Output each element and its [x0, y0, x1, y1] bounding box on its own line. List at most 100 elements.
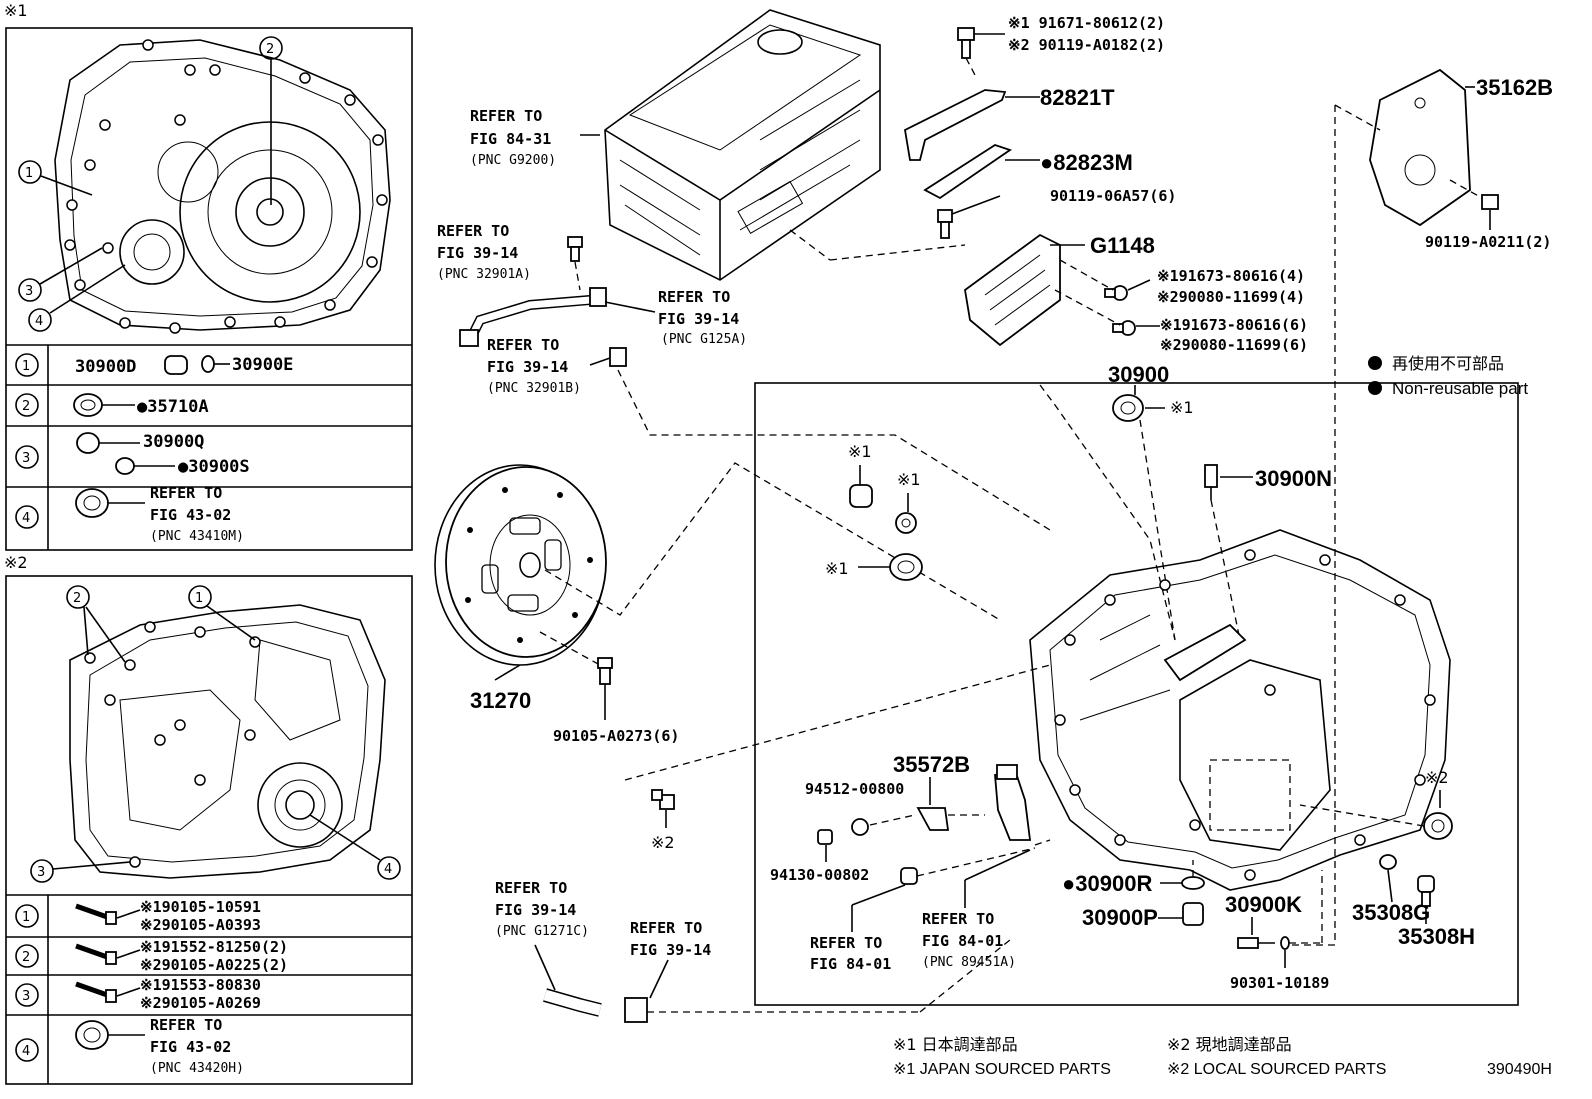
svg-text:G1148: G1148: [1090, 233, 1155, 258]
svg-text:(PNC 32901A): (PNC 32901A): [437, 267, 531, 282]
svg-text:FIG 43-02: FIG 43-02: [150, 506, 231, 524]
svg-text:※1 日本調達部品: ※1 日本調達部品: [893, 1035, 1018, 1054]
bolt-90119-06A57: 90119-06A57(6): [937, 187, 1176, 239]
svg-text:※2 LOCAL SOURCED PARTS: ※2 LOCAL SOURCED PARTS: [1167, 1061, 1386, 1078]
svg-text:REFER TO: REFER TO: [487, 336, 559, 354]
inset-2-frame: [5, 575, 413, 1085]
svg-text:REFER TO: REFER TO: [470, 107, 542, 125]
svg-text:※191553-80830: ※191553-80830: [140, 976, 261, 994]
svg-text:※290105-A0269: ※290105-A0269: [140, 994, 261, 1012]
svg-text:※2 90119-A0182(2): ※2 90119-A0182(2): [1008, 36, 1165, 54]
svg-text:(PNC 43410M): (PNC 43410M): [150, 529, 244, 544]
svg-text:1: 1: [22, 910, 30, 925]
inset-1-frame: [5, 27, 413, 551]
inset-1-callouts: 2 1 3 4: [18, 36, 283, 332]
svg-text:※1: ※1: [897, 470, 921, 489]
svg-text:4: 4: [22, 511, 30, 526]
svg-text:30900N: 30900N: [1255, 466, 1332, 491]
svg-text:※1 91671-80612(2): ※1 91671-80612(2): [1008, 14, 1165, 32]
svg-text:※1: ※1: [848, 442, 872, 461]
svg-text:FIG 84-01: FIG 84-01: [922, 932, 1003, 950]
svg-text:※290080-11699(6): ※290080-11699(6): [1160, 336, 1308, 354]
inset-1-row-1: 1 30900D 30900E: [15, 353, 293, 377]
svg-text:※290105-A0225(2): ※290105-A0225(2): [140, 956, 288, 974]
svg-text:●30900S: ●30900S: [178, 457, 250, 477]
svg-text:30900P: 30900P: [1082, 905, 1158, 930]
transaxle-frame: [754, 382, 1519, 1006]
inset-1-row-3: 3 30900Q ●30900S: [15, 432, 250, 477]
inverter-assembly-drawing: [604, 9, 881, 281]
svg-text:FIG 39-14: FIG 39-14: [658, 310, 739, 328]
valve-30900K: 30900K: [1225, 892, 1302, 949]
svg-text:※290105-A0393: ※290105-A0393: [140, 916, 261, 934]
legend: 再使用不可部品 Non-reusable part: [1368, 354, 1528, 398]
bolt-ref-84-01: REFER TO FIG 84-01: [810, 847, 1036, 973]
hose: [459, 287, 607, 347]
inset-1-row-2: 2 ●35710A: [15, 393, 209, 417]
svg-text:Non-reusable part: Non-reusable part: [1392, 379, 1528, 398]
svg-text:(PNC G1271C): (PNC G1271C): [495, 924, 589, 939]
svg-text:(PNC 32901B): (PNC 32901B): [487, 381, 581, 396]
svg-text:REFER TO: REFER TO: [150, 1016, 222, 1034]
svg-text:3: 3: [22, 989, 30, 1004]
cover-35162B: 35162B 90119-A0211(2): [1369, 68, 1553, 251]
svg-text:FIG 84-31: FIG 84-31: [470, 130, 551, 148]
svg-text:1: 1: [195, 591, 203, 606]
svg-text:1: 1: [25, 166, 33, 181]
plug-30900P: 30900P: [1082, 902, 1204, 930]
gasket-90301-10189: 90301-10189: [1230, 870, 1329, 992]
svg-text:REFER TO: REFER TO: [630, 919, 702, 937]
svg-text:FIG 43-02: FIG 43-02: [150, 1038, 231, 1056]
svg-text:4: 4: [22, 1044, 30, 1059]
svg-text:35162B: 35162B: [1476, 75, 1553, 100]
svg-text:30900K: 30900K: [1225, 892, 1302, 917]
svg-text:※190105-10591: ※190105-10591: [140, 898, 261, 916]
inset-2-row-2: 2 ※191552-81250(2) ※290105-A0225(2): [15, 938, 288, 974]
svg-text:※191552-81250(2): ※191552-81250(2): [140, 938, 288, 956]
svg-text:●30900R: ●30900R: [1062, 871, 1152, 896]
svg-text:82821T: 82821T: [1040, 85, 1115, 110]
svg-text:●82823M: ●82823M: [1040, 150, 1133, 175]
svg-text:※1: ※1: [1170, 398, 1194, 417]
svg-text:3: 3: [25, 284, 33, 299]
svg-text:FIG 39-14: FIG 39-14: [437, 244, 518, 262]
svg-text:※1 JAPAN SOURCED PARTS: ※1 JAPAN SOURCED PARTS: [893, 1061, 1111, 1078]
inset-1-housing-drawing: [54, 39, 391, 334]
svg-text:30900E: 30900E: [232, 355, 293, 375]
svg-text:※2: ※2: [651, 833, 675, 852]
svg-text:FIG 39-14: FIG 39-14: [487, 358, 568, 376]
svg-text:4: 4: [35, 314, 43, 329]
bolt-35308H: 35308H: [1398, 875, 1475, 949]
connector-ref-84-01: REFER TO FIG 84-01 (PNC 89451A): [922, 849, 1031, 970]
nut-94130-00802: 94130-00802: [770, 829, 869, 884]
svg-text:※191673-80616(6): ※191673-80616(6): [1160, 316, 1308, 334]
svg-text:REFER TO: REFER TO: [495, 879, 567, 897]
seal-x1-b: ※1: [895, 470, 921, 534]
oring-35308G: 35308G: [1352, 854, 1430, 925]
svg-text:2: 2: [266, 42, 274, 57]
svg-text:31270: 31270: [470, 688, 531, 713]
callout-ref-39-14-e: REFER TO FIG 39-14: [624, 919, 1011, 1023]
svg-text:(PNC 43420H): (PNC 43420H): [150, 1061, 244, 1076]
sensor-assembly: [994, 764, 1051, 846]
svg-text:30900D: 30900D: [75, 357, 136, 377]
svg-text:REFER TO: REFER TO: [437, 222, 509, 240]
svg-text:2: 2: [22, 950, 30, 965]
svg-text:※2: ※2: [1425, 768, 1449, 787]
svg-text:FIG 39-14: FIG 39-14: [630, 941, 711, 959]
svg-text:(PNC G9200): (PNC G9200): [470, 153, 556, 168]
svg-text:再使用不可部品: 再使用不可部品: [1392, 354, 1504, 373]
inset-2: ※2 2 1 3: [4, 553, 413, 1085]
footer-notes: ※1 日本調達部品 ※2 現地調達部品 ※1 JAPAN SOURCED PAR…: [893, 1035, 1552, 1078]
inset-2-row-3: 3 ※191553-80830 ※290105-A0269: [15, 976, 261, 1012]
inset-1-marker: ※1: [4, 1, 28, 20]
seal-x1-c: ※1: [825, 553, 923, 581]
svg-text:2: 2: [22, 399, 30, 414]
gasket-30900R: ●30900R: [1062, 860, 1205, 896]
svg-text:90301-10189: 90301-10189: [1230, 974, 1329, 992]
inset-2-callouts: 2 1 3 4: [30, 585, 401, 883]
svg-text:REFER TO: REFER TO: [658, 288, 730, 306]
svg-text:90119-A0211(2): 90119-A0211(2): [1425, 233, 1551, 251]
svg-text:35308G: 35308G: [1352, 900, 1430, 925]
